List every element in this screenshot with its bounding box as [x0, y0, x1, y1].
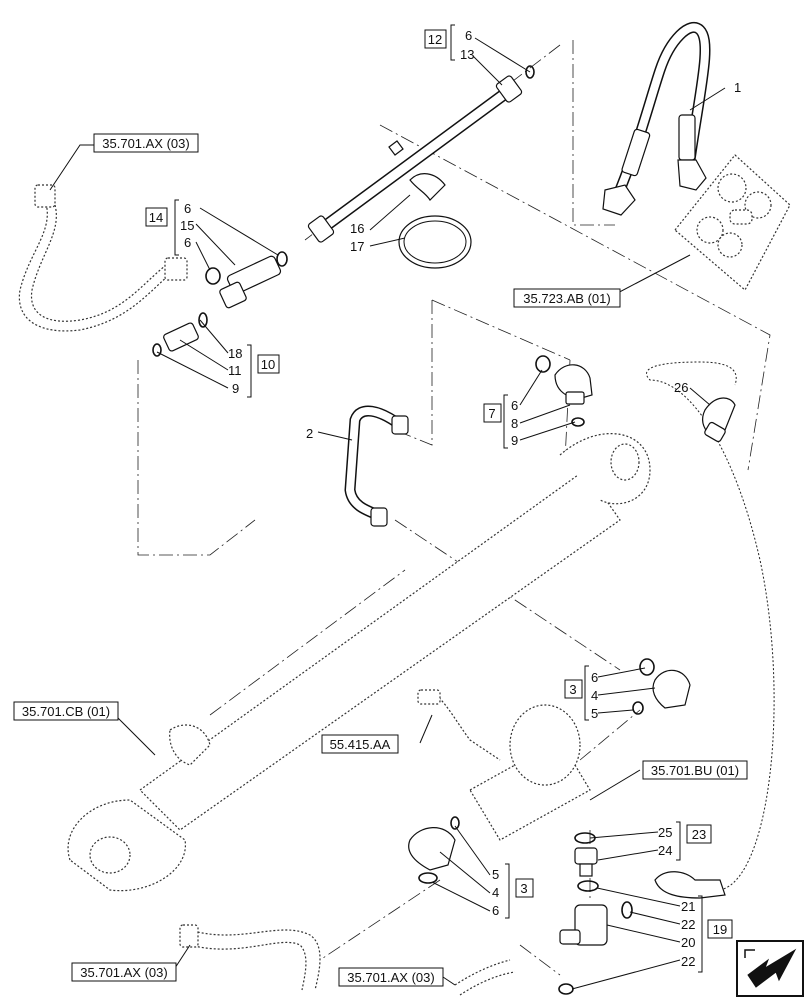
tee-fitting-g19	[559, 904, 608, 946]
navigation-arrow-icon[interactable]	[736, 940, 804, 997]
o-ring	[571, 417, 585, 427]
svg-text:5: 5	[591, 706, 598, 721]
assembly-center-lines	[137, 40, 771, 976]
o-ring	[632, 701, 644, 715]
ref-35-701-ax-top[interactable]: 35.701.AX (03)	[93, 133, 199, 153]
svg-text:6: 6	[511, 398, 518, 413]
svg-text:24: 24	[658, 843, 672, 858]
group-12: 12 6 13	[424, 24, 474, 62]
svg-text:7: 7	[488, 406, 495, 421]
ref-35-701-cb[interactable]: 35.701.CB (01)	[13, 701, 119, 721]
elbow-26	[701, 397, 736, 443]
fitting-g23	[574, 847, 598, 877]
fitting-elbow-g3b	[408, 827, 456, 871]
svg-text:55.415.AA: 55.415.AA	[330, 737, 391, 752]
svg-text:22: 22	[681, 917, 695, 932]
svg-text:18: 18	[228, 346, 242, 361]
svg-text:3: 3	[569, 682, 576, 697]
item-2-label: 2	[306, 426, 313, 441]
o-rings	[152, 65, 655, 995]
item-17-label: 17	[350, 239, 364, 254]
svg-text:3: 3	[520, 881, 527, 896]
o-ring	[418, 872, 438, 884]
svg-text:13: 13	[460, 47, 474, 62]
group-23: 23 25 24	[658, 821, 712, 861]
fitting-g14	[219, 255, 282, 309]
svg-text:35.701.AX (03): 35.701.AX (03)	[102, 136, 189, 151]
group-7: 7 6 8 9	[483, 394, 518, 449]
o-ring	[152, 343, 162, 357]
item-1-label: 1	[734, 80, 741, 95]
svg-text:20: 20	[681, 935, 695, 950]
svg-text:4: 4	[591, 688, 598, 703]
bottom-center-hose	[454, 959, 516, 996]
fitting-g10	[163, 322, 199, 352]
svg-text:5: 5	[492, 867, 499, 882]
item-26-label: 26	[674, 380, 688, 395]
valve-block	[417, 689, 591, 841]
svg-text:12: 12	[428, 32, 442, 47]
ref-35-701-bu[interactable]: 35.701.BU (01)	[642, 760, 748, 780]
svg-text:35.701.BU (01): 35.701.BU (01)	[651, 763, 739, 778]
o-ring	[276, 251, 288, 267]
o-ring	[525, 65, 535, 79]
svg-text:6: 6	[492, 903, 499, 918]
svg-text:35.701.CB (01): 35.701.CB (01)	[22, 704, 110, 719]
ref-35-701-ax-bottom-center[interactable]: 35.701.AX (03)	[338, 967, 444, 987]
o-ring	[205, 267, 221, 285]
svg-text:22: 22	[681, 954, 695, 969]
ref-35-701-ax-bottom-left[interactable]: 35.701.AX (03)	[71, 962, 177, 982]
bent-tube-2	[344, 405, 409, 527]
leader-lines	[49, 37, 726, 990]
group-19: 19 21 22 20 22	[681, 895, 733, 973]
left-hose	[18, 184, 188, 332]
svg-text:25: 25	[658, 825, 672, 840]
svg-text:6: 6	[591, 670, 598, 685]
long-hose-right	[646, 361, 775, 891]
ref-35-723-ab[interactable]: 35.723.AB (01)	[513, 288, 621, 308]
o-ring	[450, 816, 460, 830]
svg-text:4: 4	[492, 885, 499, 900]
svg-text:11: 11	[228, 363, 242, 378]
o-ring	[639, 658, 655, 676]
svg-text:14: 14	[149, 210, 163, 225]
svg-text:8: 8	[511, 416, 518, 431]
bottom-left-hose	[179, 924, 321, 991]
o-ring	[535, 355, 551, 373]
svg-text:15: 15	[180, 218, 194, 233]
hose-end-fitting	[654, 871, 726, 899]
svg-text:35.701.AX (03): 35.701.AX (03)	[347, 970, 434, 985]
svg-text:19: 19	[713, 922, 727, 937]
group-14: 14 6 15 6	[145, 199, 194, 256]
o-ring	[198, 312, 208, 328]
fitting-elbow-g3a	[652, 669, 691, 709]
svg-text:23: 23	[692, 827, 706, 842]
fitting-elbow-g7	[554, 364, 593, 405]
svg-text:9: 9	[232, 381, 239, 396]
hydraulic-cylinder	[67, 433, 651, 892]
hose-assembly-1	[602, 22, 711, 216]
o-ring	[577, 880, 599, 892]
group-10: 10 18 11 9	[228, 344, 280, 398]
svg-text:6: 6	[184, 201, 191, 216]
svg-text:9: 9	[511, 433, 518, 448]
svg-text:6: 6	[184, 235, 191, 250]
ref-55-415-aa[interactable]: 55.415.AA	[321, 734, 399, 754]
svg-text:6: 6	[465, 28, 472, 43]
o-ring	[558, 983, 574, 995]
valve-manifold-plate	[674, 154, 791, 291]
item-labels: 1 2 26 16 17	[306, 80, 741, 441]
svg-text:35.723.AB (01): 35.723.AB (01)	[523, 291, 610, 306]
o-ring	[621, 901, 633, 919]
svg-text:21: 21	[681, 899, 695, 914]
item-16-label: 16	[350, 221, 364, 236]
steel-pipe-13	[307, 75, 523, 243]
svg-text:10: 10	[261, 357, 275, 372]
group-3-upper: 3 6 4 5	[564, 665, 598, 721]
group-3-lower: 3 5 4 6	[492, 863, 534, 919]
svg-text:35.701.AX (03): 35.701.AX (03)	[80, 965, 167, 980]
clamp-17	[398, 215, 472, 269]
